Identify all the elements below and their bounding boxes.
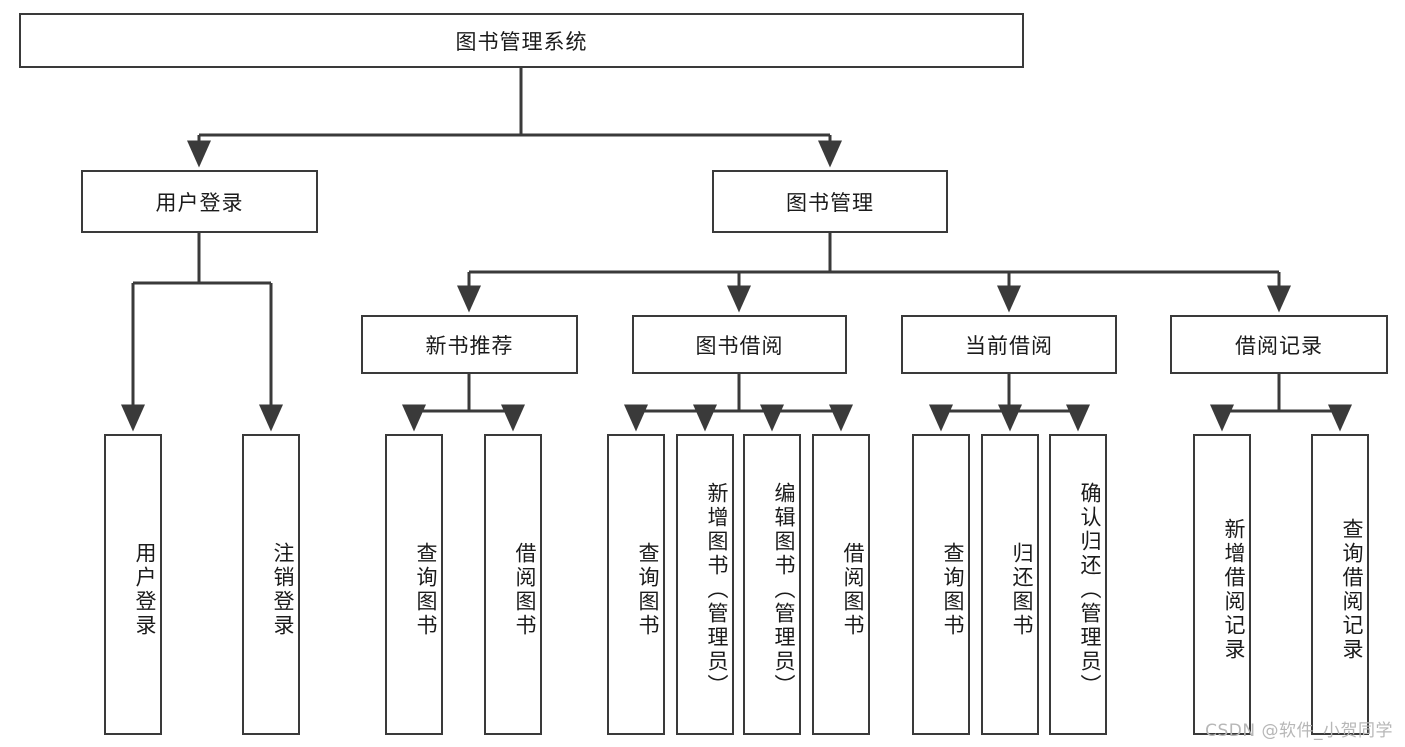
node-leaf-current-return[interactable]: 归还图书 [981, 434, 1039, 735]
node-current-borrow-label: 当前借阅 [965, 333, 1053, 358]
node-leaf-current-confirm-label: 确认归还（管理员） [1078, 481, 1102, 698]
node-leaf-borrow-do[interactable]: 借阅图书 [812, 434, 870, 735]
node-leaf-record-query[interactable]: 查询借阅记录 [1311, 434, 1369, 735]
node-leaf-borrow-edit-label: 编辑图书（管理员） [772, 481, 796, 698]
node-current-borrow[interactable]: 当前借阅 [901, 315, 1117, 374]
node-leaf-user-logout-label: 注销登录 [271, 541, 295, 638]
node-leaf-record-add-label: 新增借阅记录 [1222, 517, 1246, 662]
node-leaf-borrow-add[interactable]: 新增图书（管理员） [676, 434, 734, 735]
node-leaf-current-return-label: 归还图书 [1010, 541, 1034, 638]
node-leaf-borrow-edit[interactable]: 编辑图书（管理员） [743, 434, 801, 735]
node-borrow-record[interactable]: 借阅记录 [1170, 315, 1388, 374]
node-new-book-recommend[interactable]: 新书推荐 [361, 315, 578, 374]
node-borrow-record-label: 借阅记录 [1235, 333, 1323, 358]
node-root[interactable]: 图书管理系统 [19, 13, 1024, 68]
node-leaf-newbook-query[interactable]: 查询图书 [385, 434, 443, 735]
node-leaf-current-query[interactable]: 查询图书 [912, 434, 970, 735]
node-leaf-borrow-query-label: 查询图书 [636, 541, 660, 638]
node-leaf-newbook-borrow[interactable]: 借阅图书 [484, 434, 542, 735]
node-leaf-record-add[interactable]: 新增借阅记录 [1193, 434, 1251, 735]
node-root-label: 图书管理系统 [455, 29, 588, 54]
node-leaf-user-login-label: 用户登录 [133, 541, 157, 638]
node-book-manage-label: 图书管理 [786, 190, 874, 215]
node-leaf-newbook-borrow-label: 借阅图书 [513, 541, 537, 638]
node-leaf-borrow-do-label: 借阅图书 [841, 541, 865, 638]
node-leaf-user-logout[interactable]: 注销登录 [242, 434, 300, 735]
watermark-text: CSDN @软件_小贺同学 [1205, 721, 1393, 741]
node-leaf-borrow-query[interactable]: 查询图书 [607, 434, 665, 735]
node-leaf-borrow-add-label: 新增图书（管理员） [705, 481, 729, 698]
node-book-manage[interactable]: 图书管理 [712, 170, 948, 233]
node-leaf-current-query-label: 查询图书 [941, 541, 965, 638]
node-book-borrow[interactable]: 图书借阅 [632, 315, 847, 374]
node-leaf-record-query-label: 查询借阅记录 [1340, 517, 1364, 662]
node-user-login[interactable]: 用户登录 [81, 170, 318, 233]
node-book-borrow-label: 图书借阅 [695, 333, 784, 358]
node-new-book-recommend-label: 新书推荐 [425, 333, 514, 358]
node-leaf-user-login[interactable]: 用户登录 [104, 434, 162, 735]
node-user-login-label: 用户登录 [155, 190, 244, 215]
node-leaf-newbook-query-label: 查询图书 [414, 541, 438, 638]
node-leaf-current-confirm[interactable]: 确认归还（管理员） [1049, 434, 1107, 735]
